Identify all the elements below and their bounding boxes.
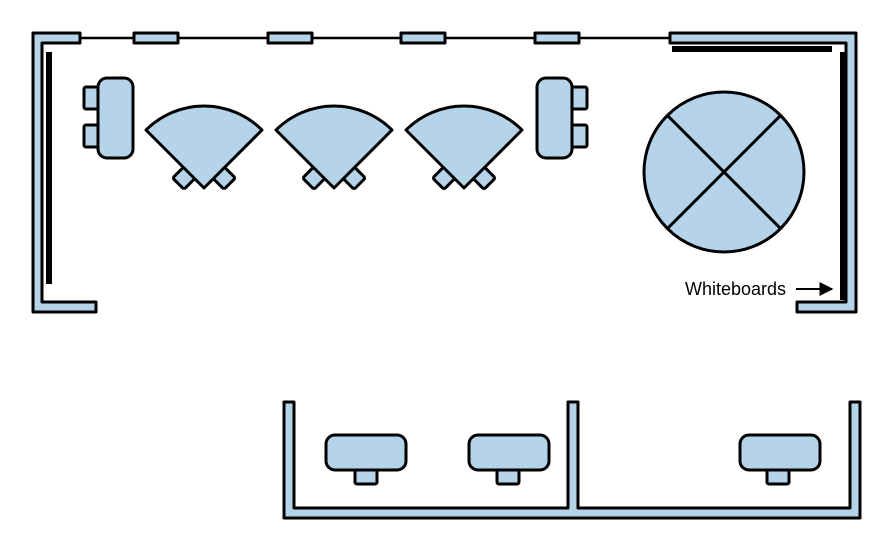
round-meeting-table xyxy=(642,90,806,254)
whiteboard-left xyxy=(46,52,52,284)
window-panel xyxy=(533,31,581,45)
whiteboards-label: Whiteboards xyxy=(685,279,786,299)
desk xyxy=(96,76,135,160)
desk-station xyxy=(467,433,551,486)
left-wall xyxy=(31,31,98,314)
whiteboard-top xyxy=(672,46,832,52)
whiteboard-right xyxy=(840,52,846,300)
lower-walls xyxy=(282,400,862,520)
upper-room: Whiteboards xyxy=(31,31,858,314)
corner-desk xyxy=(404,104,524,190)
quarter-circle-desk xyxy=(274,104,394,190)
whiteboards-callout: Whiteboards xyxy=(685,279,834,299)
desk xyxy=(535,76,574,160)
corner-desk xyxy=(274,104,394,190)
quarter-circle-desk xyxy=(144,104,264,190)
quarter-circle-desk xyxy=(404,104,524,190)
right-wall xyxy=(668,31,858,314)
desk-station xyxy=(324,433,408,486)
window-panels xyxy=(132,31,581,45)
desk-station xyxy=(738,433,822,486)
right-desk-group xyxy=(535,76,589,160)
lower-room xyxy=(282,400,862,520)
left-desk-group xyxy=(82,76,135,160)
window-panel xyxy=(132,31,180,45)
desk xyxy=(738,433,822,472)
desk xyxy=(467,433,551,472)
window-panel xyxy=(399,31,447,45)
table-divider xyxy=(666,114,782,230)
desk xyxy=(324,433,408,472)
corner-desk xyxy=(144,104,264,190)
window-panel xyxy=(266,31,314,45)
